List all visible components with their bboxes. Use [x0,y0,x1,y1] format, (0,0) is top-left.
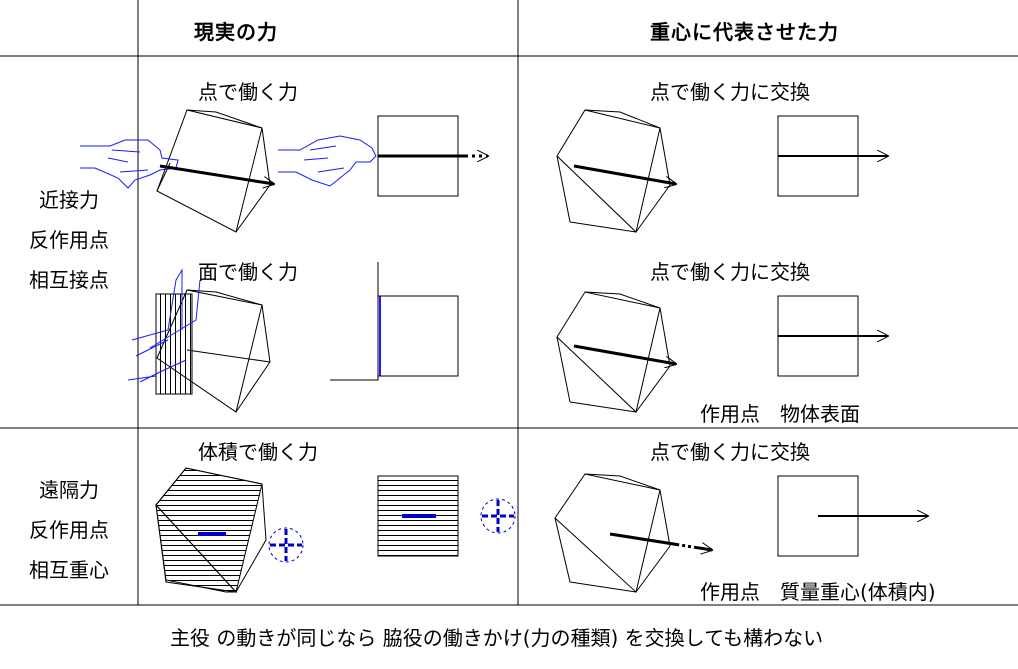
cell-label: 点で働く力に交換 [650,260,810,284]
cube-volume-force-real [155,467,267,594]
cell-label: 点で働く力に交換 [650,440,810,464]
header-right-title: 重心に代表させた力 [650,20,839,44]
row2-side-line: 相互重心 [29,558,109,582]
hand-icon-2 [278,135,377,187]
footer-caption: 主役 の動きが同じなら 脇役の働きかけ(力の種類) を交換しても構わない [170,626,824,650]
cube-point-force-replaced-3 [554,473,671,593]
cell-label: 点で働く力 [198,80,298,104]
cell-note: 作用点 質量重心(体積内) [700,580,936,604]
center-mark-icon-1 [268,527,304,563]
force-arrow-3 [573,164,676,184]
row1-side-line: 近接力 [39,188,99,212]
force-arrow-7 [609,532,712,550]
surface-contact-line [330,262,379,381]
row1-side-line: 反作用点 [29,228,109,252]
cube-point-force-replaced-1 [556,109,671,233]
pressure-plate [155,293,193,395]
cube-point-force-real [156,109,271,233]
center-mark-icon-2 [480,498,516,534]
box-front-2 [377,295,459,377]
cell-note: 作用点 物体表面 [700,402,860,426]
row1-side-line: 相互接点 [29,268,109,292]
force-arrow-1 [159,164,274,184]
row2-side-line: 遠隔力 [39,478,99,502]
row1-side-labels: 近接力 反作用点 相互接点 [0,180,138,300]
header-left-title: 現実の力 [194,20,278,44]
hand-icon-3 [127,268,201,383]
cell-label: 点で働く力に交換 [650,80,810,104]
row2-side-line: 反作用点 [29,518,109,542]
row2-side-labels: 遠隔力 反作用点 相互重心 [0,470,138,590]
table-grid [0,0,1018,606]
cube-point-force-replaced-2 [556,291,671,413]
cell-label: 体積で働く力 [198,440,318,464]
cell-label: 面で働く力 [198,260,298,284]
force-arrow-5 [573,344,676,364]
